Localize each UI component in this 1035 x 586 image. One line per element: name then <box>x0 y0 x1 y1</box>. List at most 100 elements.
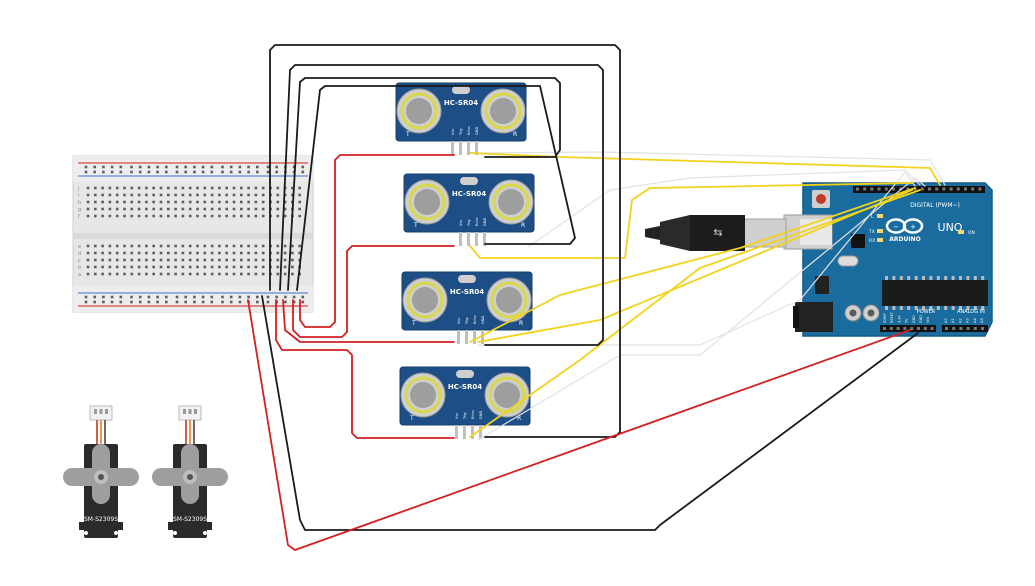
breadboard-hole[interactable] <box>101 200 104 204</box>
breadboard-hole[interactable] <box>123 207 126 211</box>
breadboard-hole[interactable] <box>152 186 155 190</box>
breadboard-hole[interactable] <box>210 265 214 269</box>
breadboard-hole[interactable] <box>123 244 126 248</box>
breadboard-hole[interactable] <box>123 251 126 255</box>
breadboard-hole[interactable] <box>188 200 192 204</box>
breadboard-hole[interactable] <box>137 207 141 211</box>
breadboard-rail-hole[interactable] <box>292 165 296 169</box>
bottom-header-pins[interactable] <box>883 327 984 330</box>
breadboard-rail-hole[interactable] <box>138 295 142 299</box>
breadboard-hole[interactable] <box>291 186 294 190</box>
analog-pin[interactable] <box>945 327 948 330</box>
breadboard-rail-hole[interactable] <box>102 165 105 169</box>
sensor-pin[interactable] <box>483 232 486 246</box>
red-wire-sensor3[interactable] <box>282 299 455 343</box>
breadboard-hole[interactable] <box>167 214 170 218</box>
breadboard-hole[interactable] <box>210 200 214 204</box>
breadboard-hole[interactable] <box>283 207 287 211</box>
breadboard-rail-hole[interactable] <box>247 295 250 299</box>
breadboard-hole[interactable] <box>137 251 141 255</box>
breadboard-hole[interactable] <box>159 200 163 204</box>
breadboard-hole[interactable] <box>247 251 250 255</box>
breadboard-hole[interactable] <box>225 207 228 211</box>
black-wire-4[interactable] <box>296 85 576 291</box>
power-pin[interactable] <box>903 327 907 330</box>
breadboard-rail-hole[interactable] <box>210 300 214 304</box>
digital-pin[interactable] <box>913 187 917 191</box>
sensor-pin[interactable] <box>481 330 484 344</box>
breadboard-hole[interactable] <box>167 251 170 255</box>
breadboard-rail-hole[interactable] <box>165 170 168 174</box>
breadboard-hole[interactable] <box>232 186 236 190</box>
breadboard-hole[interactable] <box>218 193 221 197</box>
breadboard-hole[interactable] <box>86 186 90 190</box>
breadboard-hole[interactable] <box>159 207 163 211</box>
breadboard-hole[interactable] <box>232 193 236 197</box>
digital-pin[interactable] <box>856 187 859 191</box>
breadboard-hole[interactable] <box>130 214 134 218</box>
breadboard-hole[interactable] <box>240 272 243 276</box>
breadboard-hole[interactable] <box>174 214 177 218</box>
breadboard-hole[interactable] <box>232 251 236 255</box>
breadboard-rail-hole[interactable] <box>256 300 259 304</box>
breadboard-hole[interactable] <box>232 258 236 262</box>
digital-pin[interactable] <box>863 187 867 191</box>
breadboard-hole[interactable] <box>174 186 177 190</box>
breadboard-hole[interactable] <box>254 200 258 204</box>
breadboard-hole[interactable] <box>291 258 294 262</box>
breadboard-hole[interactable] <box>218 200 221 204</box>
breadboard-hole[interactable] <box>196 207 199 211</box>
breadboard-hole[interactable] <box>232 214 236 218</box>
breadboard-hole[interactable] <box>210 272 214 276</box>
breadboard-hole[interactable] <box>247 272 250 276</box>
white-wire-1[interactable] <box>477 151 946 186</box>
breadboard-rail-hole[interactable] <box>229 170 233 174</box>
breadboard-hole[interactable] <box>145 258 148 262</box>
breadboard-hole[interactable] <box>210 251 214 255</box>
breadboard-hole[interactable] <box>188 251 192 255</box>
breadboard-hole[interactable] <box>174 207 177 211</box>
digital-pin[interactable] <box>956 187 960 191</box>
breadboard-hole[interactable] <box>123 258 126 262</box>
breadboard-hole[interactable] <box>159 193 163 197</box>
breadboard-rail-hole[interactable] <box>301 300 305 304</box>
breadboard-hole[interactable] <box>196 214 199 218</box>
breadboard-hole[interactable] <box>86 207 90 211</box>
breadboard-hole[interactable] <box>86 265 90 269</box>
breadboard-hole[interactable] <box>196 244 199 248</box>
arduino-uno-board[interactable]: DIGITAL (PWM~) − + ARDUINO UNO ON L TX R… <box>783 182 993 337</box>
usb-cable[interactable]: ⇆ <box>645 215 787 251</box>
breadboard-hole[interactable] <box>115 258 119 262</box>
breadboard-rail-hole[interactable] <box>229 295 233 299</box>
breadboard-hole[interactable] <box>218 186 221 190</box>
breadboard-rail-hole[interactable] <box>229 300 233 304</box>
breadboard-rail-hole[interactable] <box>284 295 287 299</box>
breadboard-hole[interactable] <box>115 200 119 204</box>
breadboard-hole[interactable] <box>130 186 134 190</box>
breadboard-hole[interactable] <box>298 244 301 248</box>
breadboard-hole[interactable] <box>225 193 228 197</box>
breadboard-hole[interactable] <box>115 272 119 276</box>
red-wire-sensor4[interactable] <box>275 299 455 439</box>
breadboard-rail-hole[interactable] <box>301 165 305 169</box>
breadboard-hole[interactable] <box>240 258 243 262</box>
breadboard-hole[interactable] <box>181 186 185 190</box>
breadboard-rail-hole[interactable] <box>247 170 250 174</box>
breadboard-hole[interactable] <box>108 244 112 248</box>
breadboard-hole[interactable] <box>101 186 104 190</box>
digital-pin[interactable] <box>877 187 881 191</box>
breadboard-hole[interactable] <box>203 200 207 204</box>
yellow-wire-sensor2[interactable] <box>469 182 913 259</box>
breadboard-hole[interactable] <box>167 200 170 204</box>
breadboard-hole[interactable] <box>276 200 280 204</box>
breadboard-rail-hole[interactable] <box>175 170 179 174</box>
breadboard-hole[interactable] <box>159 258 163 262</box>
breadboard-hole[interactable] <box>196 265 199 269</box>
breadboard-hole[interactable] <box>159 244 163 248</box>
breadboard-rail-hole[interactable] <box>156 170 159 174</box>
breadboard-hole[interactable] <box>152 214 155 218</box>
breadboard-hole[interactable] <box>108 272 112 276</box>
breadboard-hole[interactable] <box>152 193 155 197</box>
breadboard-hole[interactable] <box>218 207 221 211</box>
